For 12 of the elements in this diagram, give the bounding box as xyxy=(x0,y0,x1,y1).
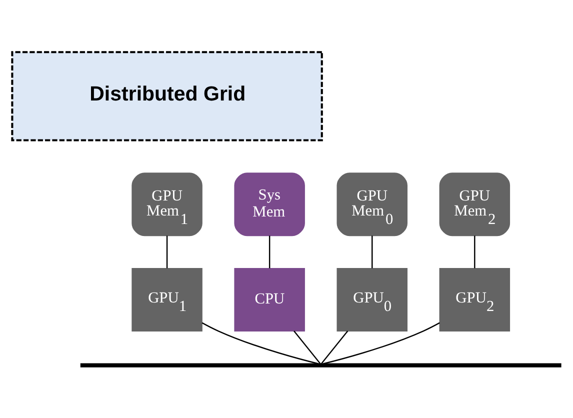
node-bar xyxy=(80,362,562,367)
node-box: Sys Mem xyxy=(234,172,305,236)
connector xyxy=(474,235,476,268)
connector xyxy=(323,322,440,364)
connector xyxy=(294,330,321,364)
connector xyxy=(202,322,319,364)
connector xyxy=(268,235,270,268)
connector xyxy=(372,235,373,268)
node-box: Distributed Grid xyxy=(11,50,323,141)
node-box: CPU xyxy=(234,267,305,332)
connector xyxy=(166,235,168,268)
connector xyxy=(320,330,348,364)
